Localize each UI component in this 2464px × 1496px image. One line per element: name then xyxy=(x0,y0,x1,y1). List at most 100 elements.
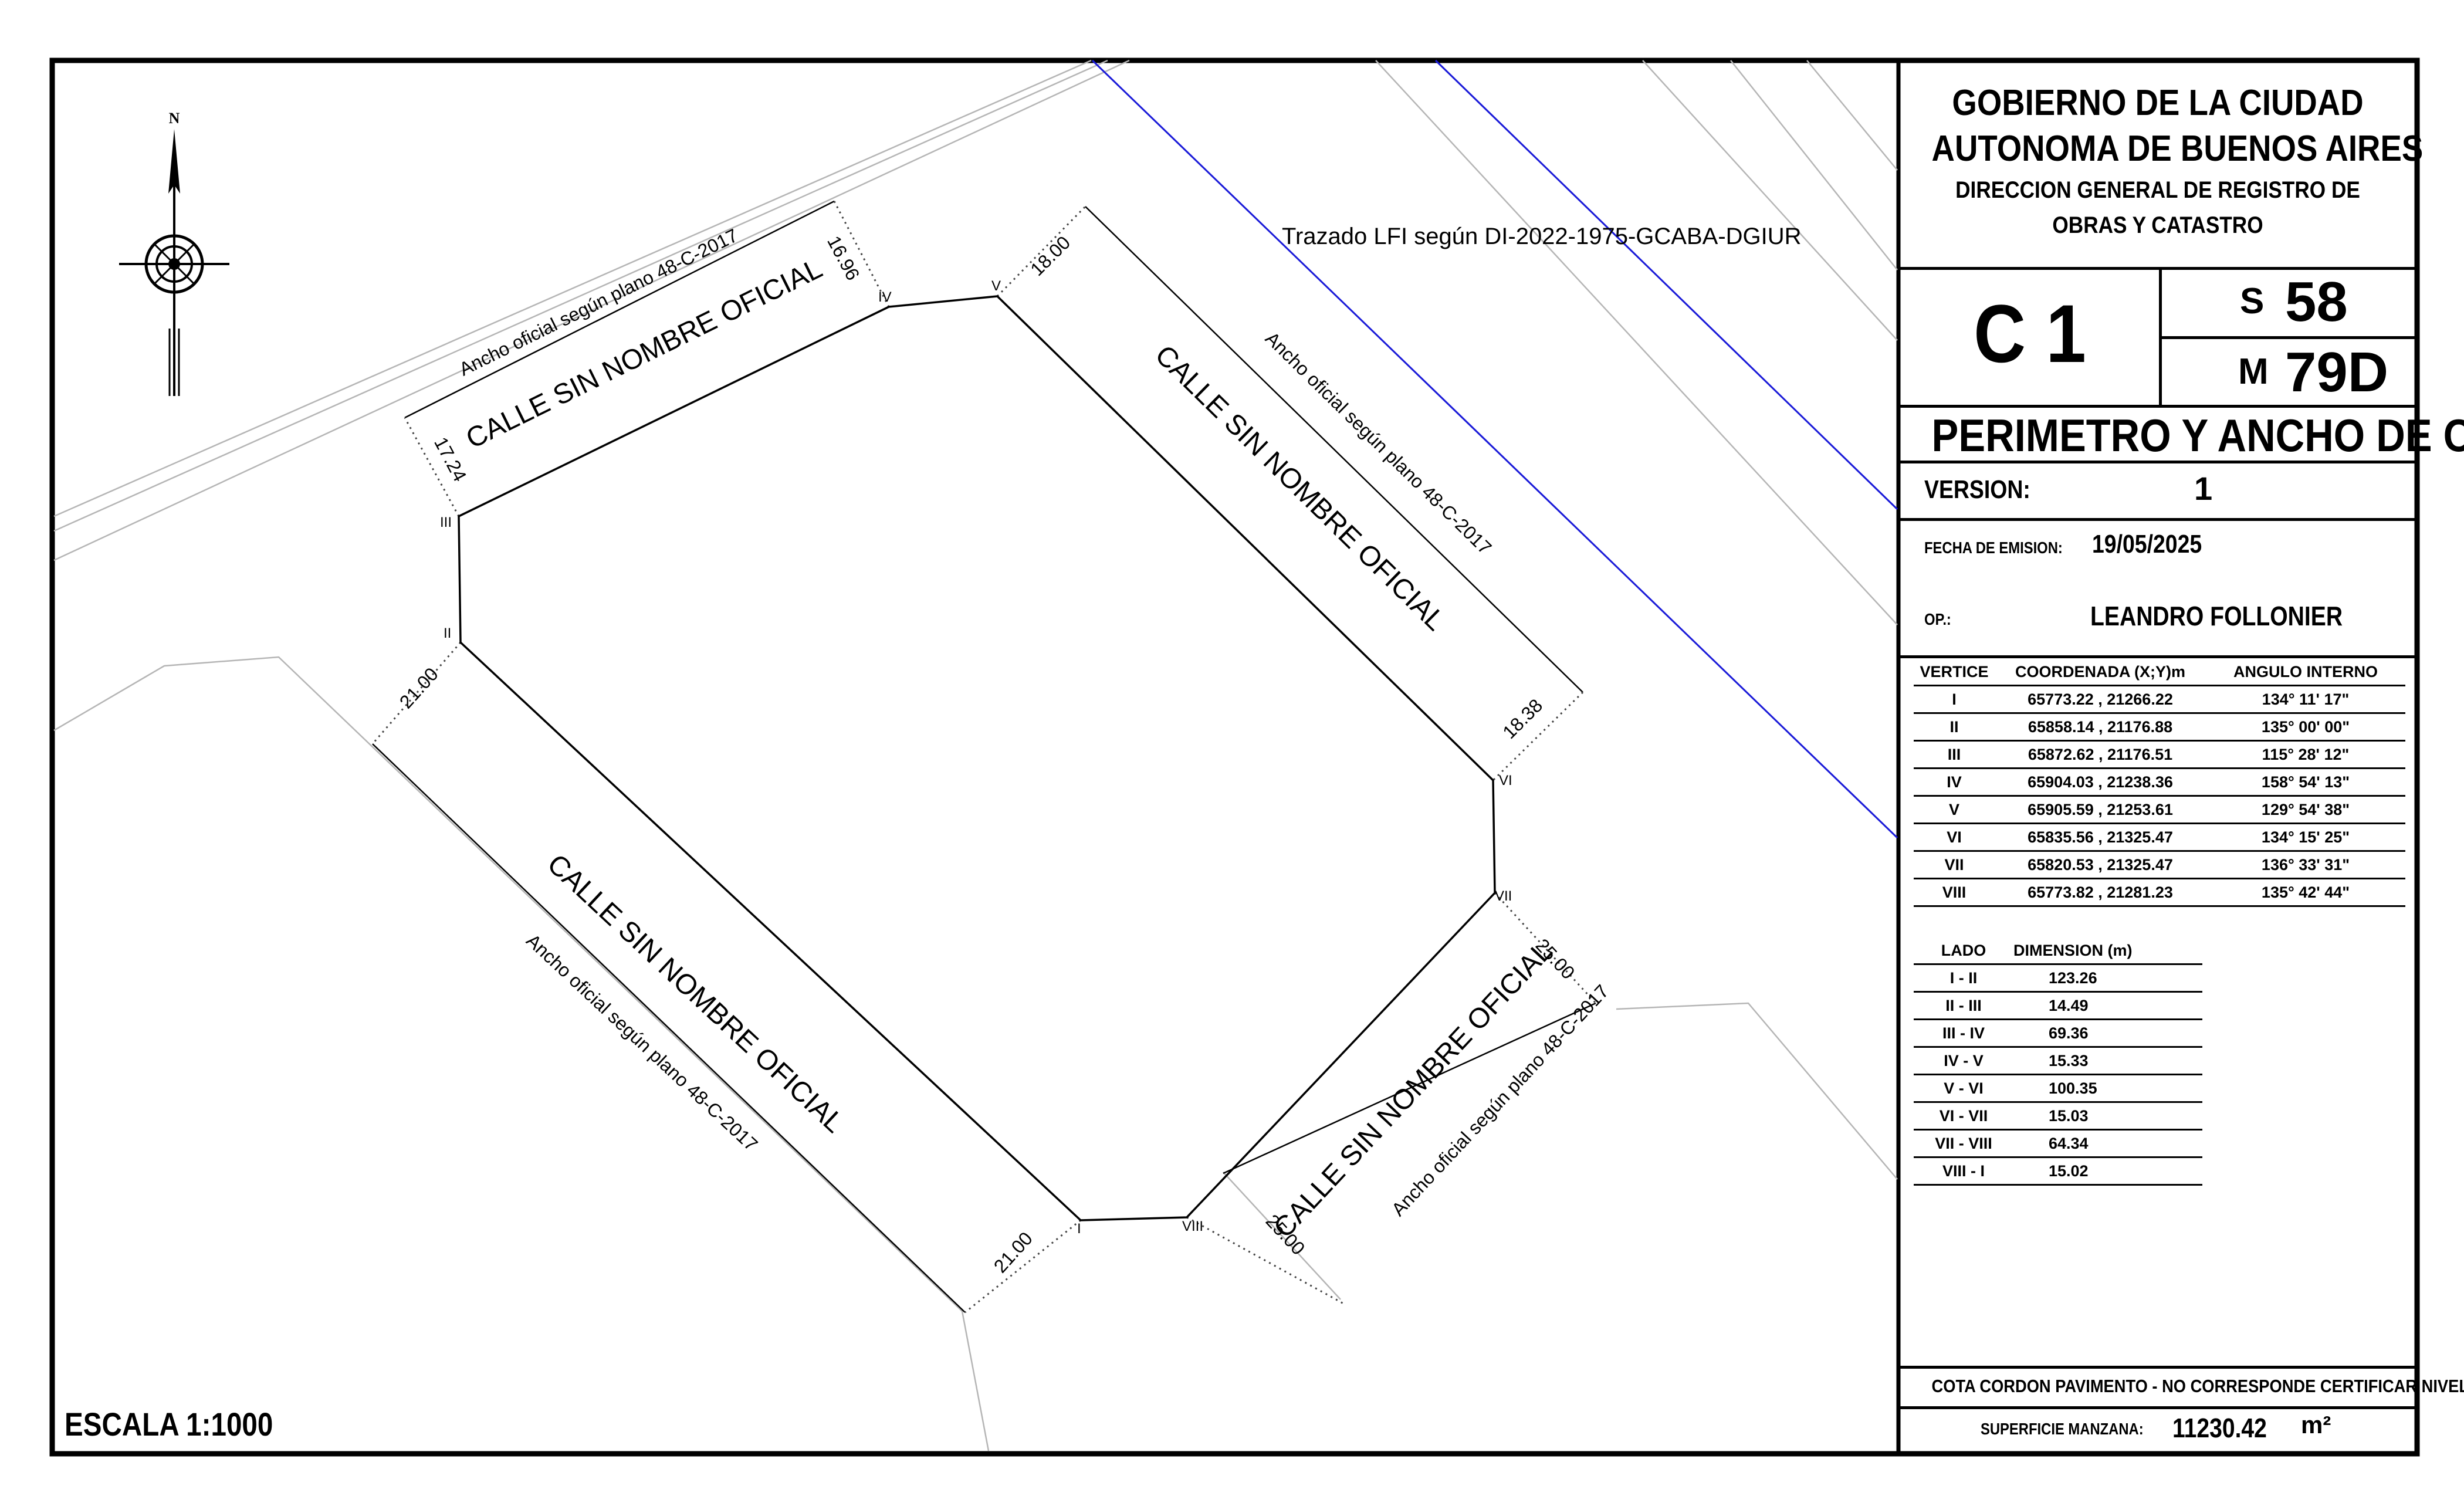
lado-cell: VII - VIII xyxy=(1914,1129,2013,1158)
panel-vertical-rule xyxy=(2159,267,2162,407)
panel-rule xyxy=(1898,518,2417,521)
document-title: PERIMETRO Y ANCHO DE CALLE xyxy=(1931,409,2464,461)
ancho-label-north: Ancho oficial según plano 48-C-2017 xyxy=(456,225,741,380)
ancho-line xyxy=(372,743,966,1313)
parcel-line xyxy=(1730,60,1898,270)
dim-label-west-a: 21.00 xyxy=(395,664,442,713)
angle-cell: 135° 00' 00" xyxy=(2206,713,2405,742)
lado-cell: I - II xyxy=(1914,964,2013,993)
col-header-dimension: DIMENSION (m) xyxy=(2013,937,2202,965)
coord-cell: 65835.56 , 21325.47 xyxy=(1995,823,2206,852)
lados-header-row: LADO DIMENSION (m) xyxy=(1914,937,2202,965)
coord-cell: 65905.59 , 21253.61 xyxy=(1995,796,2206,824)
vertex-label-i: I xyxy=(1077,1221,1081,1237)
ancho-line xyxy=(404,200,835,419)
coord-cell: 65872.62 , 21176.51 xyxy=(1995,740,2206,769)
lado-cell: II - III xyxy=(1914,991,2013,1020)
vertice-cell: VII xyxy=(1914,851,1995,879)
vertice-cell: V xyxy=(1914,796,1995,824)
dim-label-east-a: 18.00 xyxy=(1026,232,1074,280)
superficie-value: 11230.42 xyxy=(2172,1413,2267,1443)
coord-cell: 65820.53 , 21325.47 xyxy=(1995,851,2206,879)
street-name-labels: CALLE SIN NOMBRE OFICIAL CALLE SIN NOMBR… xyxy=(461,253,1558,1244)
gov-title-line1: GOBIERNO DE LA CIUDAD xyxy=(1952,83,2364,123)
vertex-label-vi: VI xyxy=(1499,773,1512,788)
angle-cell: 158° 54' 13" xyxy=(2206,768,2405,797)
fecha-value: 19/05/2025 xyxy=(2092,530,2202,559)
panel-rule xyxy=(1898,267,2417,270)
lfi-blue-lines xyxy=(1091,59,1898,839)
lado-cell: IV - V xyxy=(1914,1047,2013,1075)
vertex-labels: I II III IV V VI VII VIII xyxy=(440,278,1512,1237)
outer-frame xyxy=(49,57,2420,1457)
parcel-line xyxy=(1806,60,1898,171)
panel-rule xyxy=(1898,1406,2417,1409)
superficie-label: SUPERFICIE MANZANA: xyxy=(1981,1420,2144,1438)
manzana-label: M xyxy=(2238,351,2269,392)
parcel-line xyxy=(1616,1002,1898,1180)
dimension-cell: 15.33 xyxy=(2013,1047,2202,1075)
compass-ring-outer xyxy=(144,234,204,294)
dimension-dotted-lines xyxy=(371,201,1597,1314)
dimension-cell: 14.49 xyxy=(2013,991,2202,1020)
col-header-angulo: ANGULO INTERNO xyxy=(2206,659,2405,686)
dim-line xyxy=(1494,892,1597,1004)
cota-cordon-note: COTA CORDON PAVIMENTO - NO CORRESPONDE C… xyxy=(1931,1376,2464,1396)
north-arrow-head xyxy=(168,129,180,194)
seccion-value: 58 xyxy=(2285,270,2348,333)
north-arrow-icon: N xyxy=(119,110,229,396)
seccion-label: S xyxy=(2240,281,2265,321)
panel-rule xyxy=(2160,336,2417,339)
angle-cell: 135° 42' 44" xyxy=(2206,878,2405,907)
parcel-line xyxy=(1375,60,1898,625)
panel-rule xyxy=(1898,461,2417,463)
dimension-cell: 64.34 xyxy=(2013,1129,2202,1158)
ancho-label-east: Ancho oficial según plano 48-C-2017 xyxy=(1261,327,1496,559)
coord-cell: 65858.14 , 21176.88 xyxy=(1995,713,2206,742)
parcel-line xyxy=(53,656,990,1451)
compass-diagonal xyxy=(153,243,195,285)
parcel-line xyxy=(1223,1172,1341,1300)
dim-label-east-b: 18.38 xyxy=(1498,695,1546,743)
panel-rule xyxy=(1898,655,2417,658)
version-label: VERSION: xyxy=(1924,475,2030,504)
dim-line xyxy=(833,201,890,307)
fecha-label: FECHA DE EMISION: xyxy=(1924,539,2063,557)
dim-label-west-b: 21.00 xyxy=(990,1228,1037,1277)
vertice-cell: II xyxy=(1914,713,1995,742)
lado-cell: III - IV xyxy=(1914,1019,2013,1048)
gov-title-line2: AUTONOMA DE BUENOS AIRES xyxy=(1931,128,2424,169)
north-label: N xyxy=(169,110,180,127)
parcel-line xyxy=(1642,60,1898,341)
vertex-label-vii: VII xyxy=(1495,888,1512,904)
angle-cell: 129° 54' 38" xyxy=(2206,796,2405,824)
operator-label: OP.: xyxy=(1924,610,1951,628)
lfi-line xyxy=(1434,59,1898,510)
dim-line xyxy=(1186,1216,1344,1305)
vertex-label-viii: VIII xyxy=(1182,1219,1203,1234)
trazado-lfi-label: Trazado LFI según DI-2022-1975-GCABA-DGI… xyxy=(1282,224,1802,249)
compass-ring-inner xyxy=(155,245,193,283)
vertex-label-ii: II xyxy=(444,625,451,641)
dim-line xyxy=(964,1219,1081,1314)
ancho-line xyxy=(1223,1002,1596,1175)
manzana-value: 79D xyxy=(2285,341,2389,404)
circunscripcion: C 1 xyxy=(1974,287,2086,380)
lado-cell: V - VI xyxy=(1914,1074,2013,1103)
dim-line xyxy=(404,417,460,517)
dimension-cell: 15.02 xyxy=(2013,1157,2202,1186)
vertice-cell: III xyxy=(1914,740,1995,769)
dim-label-north-b: 17.24 xyxy=(430,434,471,485)
vertex-label-v: V xyxy=(991,278,1001,294)
coord-cell: 65773.22 , 21266.22 xyxy=(1995,685,2206,714)
